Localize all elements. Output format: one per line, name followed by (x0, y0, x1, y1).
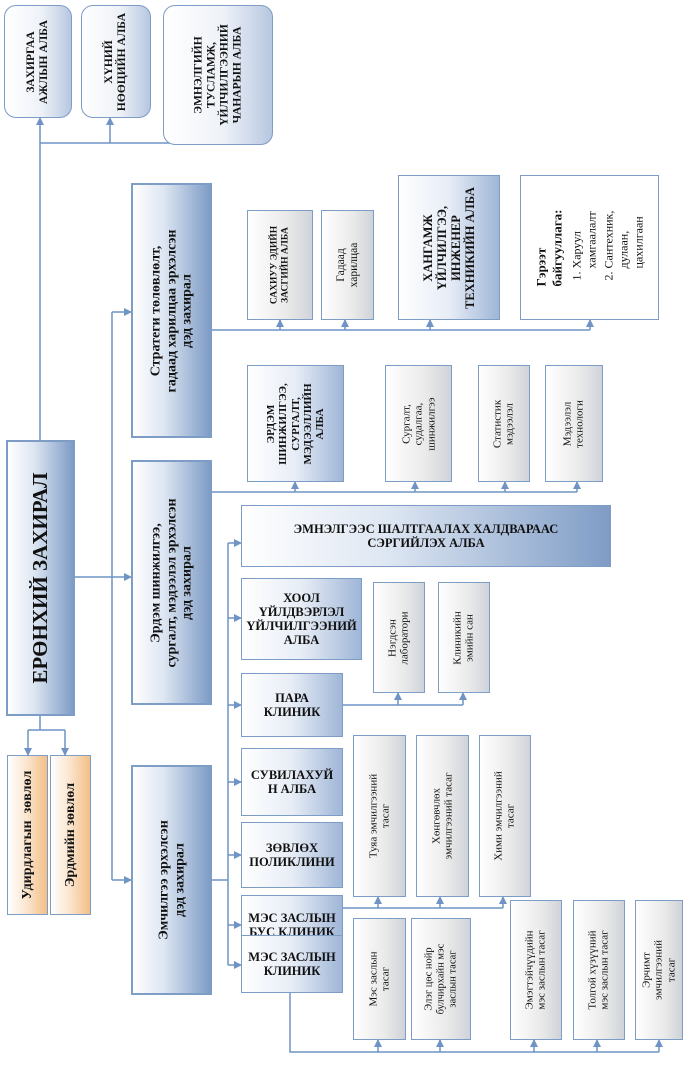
it-box: Мэдээлэл технологи (545, 365, 603, 482)
governing-council-label: Удирдлагын зөвлөл (19, 770, 35, 900)
supply-engineering-label: ХАНГАМЖ ҮЙЛЧИЛГЭЭ, ИНЖЕНЕР ТЕХНИКИЙН АЛБ… (421, 186, 477, 309)
deputy-research-box: Эрдэм шинжилгээ, сургалт, мэдээлэл эрхэл… (131, 460, 212, 705)
statistics-label: Статистик мэдээлэл (491, 399, 516, 448)
paraclinic-box: ПАРА КЛИНИК (241, 673, 343, 737)
food-service-box: ХООЛ ҮЙЛДВЭРЛЭЛ ҮЙЛЧИЛГЭЭНИЙ АЛБА (241, 578, 362, 660)
head-neck-dept-box: Толгой хүзүүний мэс заслын тасаг (573, 900, 625, 1040)
surgery-dept-label: Мэс заслын тасаг (367, 951, 392, 1007)
contract-organizations-list: Гэрээт байгууллага: Харуул хамгаалалт Са… (533, 209, 646, 286)
scientific-council-label: Эрдмийн зөвлөл (62, 782, 78, 888)
training-research-label: Сургалт, судалгаа, шинжилгээ (400, 396, 437, 451)
deputy-strategy-label: Стратеги төлөвлөлт, гадаад харилцаа эрхэ… (147, 229, 195, 392)
clinical-pharmacy-label: Клиникийн эмийн сан (451, 610, 476, 665)
admin-office-box: ЗАХИРГАА АЖЛЫН АЛБА (4, 5, 72, 118)
radiotherapy-dept-label: Туяа эмчилгээний тасаг (367, 773, 392, 859)
deputy-medical-label: Эмчилгээ эрхэлсэн дэд захирал (155, 820, 187, 940)
admin-office-label: ЗАХИРГАА АЖЛЫН АЛБА (25, 19, 50, 104)
surgery-dept-box: Мэс заслын тасаг (353, 918, 406, 1040)
governing-council-box: Удирдлагын зөвлөл (7, 755, 48, 915)
economics-office-box: САХИУУ ЭДИЙН ЗАСГИЙН АЛБА (247, 210, 313, 320)
food-service-label: ХООЛ ҮЙЛДВЭРЛЭЛ ҮЙЛЧИЛГЭЭНИЙ АЛБА (246, 591, 357, 647)
general-director-box: ЕРӨНХИЙ ЗАХИРАЛ (6, 440, 75, 716)
intensive-care-dept-label: Эрчимт эмчилгээний тасаг (640, 939, 678, 1001)
general-director-label: ЕРӨНХИЙ ЗАХИРАЛ (27, 472, 52, 684)
economics-office-label: САХИУУ ЭДИЙН ЗАСГИЙН АЛБА (269, 225, 290, 305)
chemotherapy-dept-label: Хими эмчилгээний тасаг (492, 771, 517, 861)
contract-item-utilities: Сантехник, дулаан, цахилгаан (601, 209, 646, 268)
nursing-box: СУВИЛАХУЙ Н АЛБА (241, 748, 343, 816)
contract-item-security: Харуул хамгаалалт (569, 209, 599, 268)
statistics-box: Статистик мэдээлэл (478, 365, 530, 482)
deputy-research-label: Эрдэм шинжилгээ, сургалт, мэдээлэл эрхэл… (147, 497, 195, 668)
hepatobiliary-dept-box: Элэг цөс нойр булчирхайн мэс заслын таса… (411, 918, 471, 1040)
infection-control-box: ЭМНЭЛГЭЭС ШАЛТГААЛАХ ХАЛДВАРААС СЭРГИЙЛЭ… (241, 505, 611, 567)
training-research-box: Сургалт, судалгаа, шинжилгээ (385, 365, 452, 482)
hr-office-box: ХҮНИЙ НӨӨЦИЙН АЛБА (81, 5, 151, 118)
foreign-relations-box: Гадаад харилцаа (321, 210, 374, 320)
polyclinic-label: ЗӨВЛӨХ ПОЛИКЛИНИ (249, 841, 335, 869)
hepatobiliary-dept-label: Элэг цөс нойр булчирхайн мэс заслын таса… (423, 943, 458, 1015)
deputy-strategy-box: Стратеги төлөвлөлт, гадаад харилцаа эрхэ… (131, 183, 212, 438)
it-label: Мэдээлэл технологи (561, 399, 586, 448)
research-office-label: ЭРДЭМ ШИНЖИЛГЭЭ, СУРГАЛТ, МЭДЭЭЛЛИЙН АЛБ… (264, 382, 326, 465)
intensive-care-dept-box: Эрчимт эмчилгээний тасаг (635, 900, 683, 1040)
paraclinic-label: ПАРА КЛИНИК (263, 691, 321, 719)
radiotherapy-dept-box: Туяа эмчилгээний тасаг (353, 735, 406, 897)
research-office-box: ЭРДЭМ ШИНЖИЛГЭЭ, СУРГАЛТ, МЭДЭЭЛЛИЙН АЛБ… (247, 365, 344, 482)
infection-control-label: ЭМНЭЛГЭЭС ШАЛТГААЛАХ ХАЛДВАРААС СЭРГИЙЛЭ… (293, 522, 559, 550)
surgical-clinic-label: МЭС ЗАСЛЫН КЛИНИК (248, 950, 336, 978)
contract-organizations-title: Гэрээт байгууллага: (533, 209, 564, 286)
polyclinic-box: ЗӨВЛӨХ ПОЛИКЛИНИ (241, 822, 343, 888)
joint-laboratory-label: Нэгдсэн лаборатори (386, 610, 411, 665)
joint-laboratory-box: Нэгдсэн лаборатори (373, 582, 425, 693)
palliative-dept-label: Хөнгөвчлөх эмчилгээний тасаг (430, 772, 455, 860)
palliative-dept-box: Хөнгөвчлөх эмчилгээний тасаг (416, 735, 469, 897)
chemotherapy-dept-box: Хими эмчилгээний тасаг (479, 735, 531, 897)
nursing-label: СУВИЛАХУЙ Н АЛБА (250, 768, 334, 796)
gynecology-dept-box: Эмэгтэйчүүдийн мэс заслын тасаг (510, 900, 562, 1040)
quality-office-box: ЭМНЭЛГИЙН ТУСЛАМЖ, ҮЙЛЧИЛГЭЭНИЙ ЧАНАРЫН … (163, 5, 273, 145)
scientific-council-box: Эрдмийн зөвлөл (50, 755, 91, 915)
supply-engineering-box: ХАНГАМЖ ҮЙЛЧИЛГЭЭ, ИНЖЕНЕР ТЕХНИКИЙН АЛБ… (398, 175, 500, 320)
quality-office-label: ЭМНЭЛГИЙН ТУСЛАМЖ, ҮЙЛЧИЛГЭЭНИЙ ЧАНАРЫН … (192, 24, 243, 126)
deputy-medical-box: Эмчилгээ эрхэлсэн дэд захирал (131, 765, 212, 995)
surgical-clinic-box: МЭС ЗАСЛЫН КЛИНИК (241, 935, 343, 993)
contract-organizations-box: Гэрээт байгууллага: Харуул хамгаалалт Са… (520, 175, 659, 320)
clinical-pharmacy-box: Клиникийн эмийн сан (438, 582, 490, 693)
foreign-relations-label: Гадаад харилцаа (334, 242, 360, 288)
hr-office-label: ХҮНИЙ НӨӨЦИЙН АЛБА (103, 12, 128, 111)
head-neck-dept-label: Толгой хүзүүний мэс заслын тасаг (586, 930, 611, 1010)
gynecology-dept-label: Эмэгтэйчүүдийн мэс заслын тасаг (523, 930, 548, 1010)
